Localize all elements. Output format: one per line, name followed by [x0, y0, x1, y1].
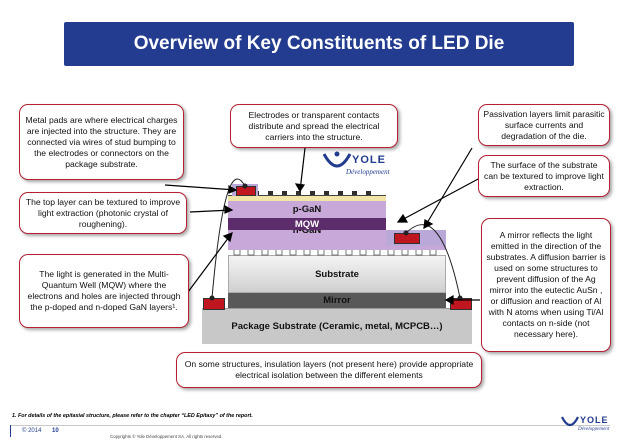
- callout-metal-pads: Metal pads are where electrical charges …: [19, 104, 184, 180]
- mirror-layer: Mirror: [228, 293, 446, 308]
- callout-insulation: On some structures, insulation layers (n…: [176, 352, 482, 388]
- title-bar: Overview of Key Constituents of LED Die: [64, 22, 574, 66]
- yole-logo-mark: [322, 151, 352, 168]
- page-title: Overview of Key Constituents of LED Die: [133, 33, 505, 54]
- callout-light-generated-text: The light is generated in the Multi-Quan…: [27, 269, 181, 312]
- pgan-label: p-GaN: [292, 203, 322, 215]
- footer-yole-logo-sub: Développement: [578, 427, 610, 432]
- mirror-label: Mirror: [323, 295, 351, 306]
- callout-light-generated: The light is generated in the Multi-Quan…: [19, 254, 189, 328]
- substrate-label: Substrate: [315, 268, 359, 280]
- ngan-label: n-GaN: [292, 224, 322, 236]
- callout-substrate-surface: The surface of the substrate can be text…: [478, 155, 610, 197]
- transparent-electrode: [228, 195, 386, 201]
- page-number: 10: [52, 428, 59, 434]
- callout-electrodes-text: Electrodes or transparent contacts distr…: [248, 109, 380, 142]
- callout-electrodes: Electrodes or transparent contacts distr…: [230, 104, 398, 148]
- footer-accent-tick: [10, 425, 11, 437]
- mqw-label: MQW: [294, 218, 320, 230]
- callout-top-layer: The top layer can be textured to improve…: [19, 192, 187, 234]
- callout-passivation-text: Passivation layers limit parasitic surfa…: [483, 108, 605, 141]
- callout-mirror-text: A mirror reflects the light emitted in t…: [486, 230, 606, 339]
- mqw-layer: MQW: [228, 218, 386, 230]
- substrate-layer: Substrate: [228, 255, 446, 293]
- yole-logo-sub: Développement: [346, 168, 390, 176]
- callout-insulation-text: On some structures, insulation layers (n…: [184, 359, 474, 380]
- copyright: Copyrights © Yole Développement SA. All …: [110, 434, 223, 439]
- callout-metal-pads-text: Metal pads are where electrical charges …: [25, 114, 178, 169]
- footnote: 1. For details of the epitaxial structur…: [12, 413, 253, 419]
- callout-top-layer-text: The top layer can be textured to improve…: [25, 196, 181, 229]
- package-substrate-layer: Package Substrate (Ceramic, metal, MCPCB…: [202, 308, 472, 344]
- footer-divider: [10, 425, 610, 426]
- footer-year: © 2014: [22, 428, 42, 434]
- yole-logo-text: YOLE: [352, 154, 386, 166]
- substrate-texture: [233, 248, 437, 256]
- footer-yole-logo-mark: [561, 416, 579, 427]
- package-substrate-label: Package Substrate (Ceramic, metal, MCPCB…: [231, 321, 443, 332]
- callout-substrate-surface-text: The surface of the substrate can be text…: [484, 159, 604, 192]
- pgan-layer: p-GaN: [228, 200, 386, 218]
- callout-passivation: Passivation layers limit parasitic surfa…: [478, 104, 610, 146]
- footer-yole-logo-text: YOLE: [580, 415, 609, 425]
- callout-mirror: A mirror reflects the light emitted in t…: [481, 218, 611, 352]
